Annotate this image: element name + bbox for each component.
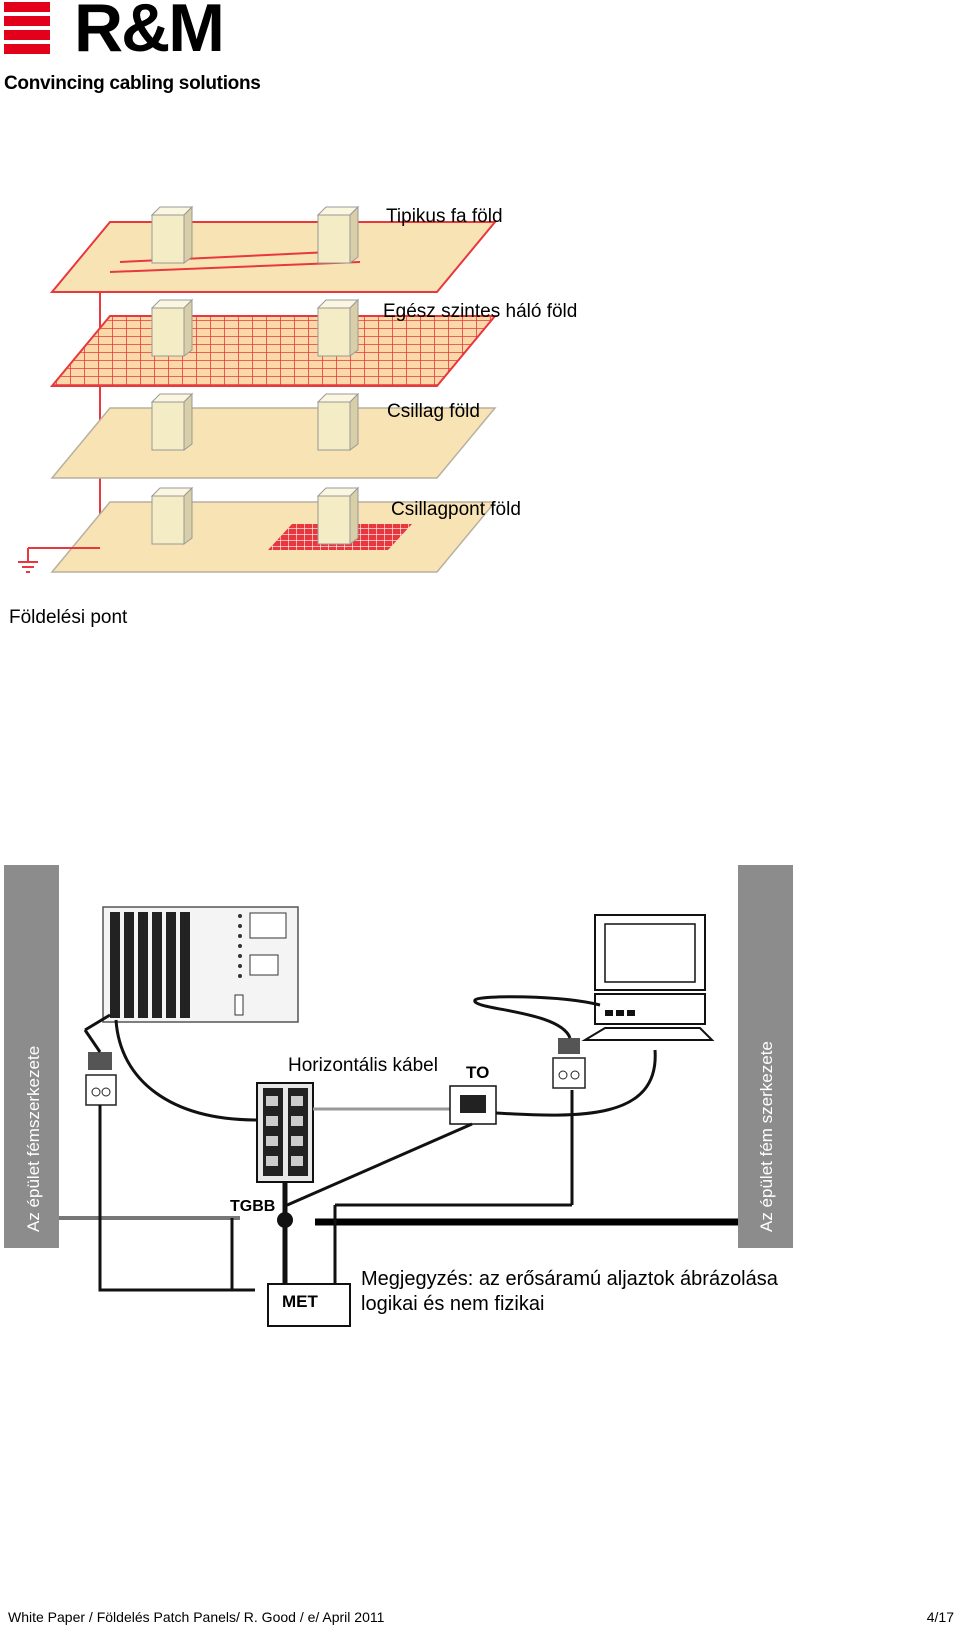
brand-tagline: Convincing cabling solutions <box>4 73 261 94</box>
floor-mesh-ground <box>49 299 498 387</box>
wall-right <box>738 865 793 1248</box>
rack-equipment <box>102 906 299 1023</box>
rm-logo <box>4 2 50 54</box>
patch-panel <box>256 1082 314 1183</box>
power-outlet-left <box>83 1013 117 1106</box>
label-to: TO <box>466 1063 490 1082</box>
floor-star-ground <box>50 393 497 479</box>
telecom-outlet <box>449 1085 497 1125</box>
bonding-network-diagram <box>4 865 793 1327</box>
power-outlet-right <box>552 1038 586 1089</box>
page-number: 4/17 <box>926 1609 954 1625</box>
label-grounding-point: Földelési pont <box>9 607 128 628</box>
met-box <box>267 1283 351 1327</box>
label-tree-ground: Tipikus fa föld <box>386 206 503 227</box>
label-mesh-ground: Egész szintes háló föld <box>383 301 578 322</box>
floor-tree-ground <box>49 206 498 293</box>
label-wall-left: Az épület fémszerkezete <box>24 1045 43 1232</box>
note-line-1: Megjegyzés: az erősáramú aljaztok ábrázo… <box>361 1268 778 1290</box>
label-tgbb: TGBB <box>230 1198 276 1215</box>
label-starpoint-ground: Csillagpont föld <box>391 499 521 520</box>
note-line-2: logikai és nem fizikai <box>361 1293 545 1315</box>
grounding-topologies-diagram <box>18 206 498 573</box>
wall-left <box>4 865 59 1248</box>
label-met: MET <box>282 1292 318 1311</box>
ground-symbol-icon <box>18 547 100 573</box>
computer <box>581 914 715 1041</box>
label-star-ground: Csillag föld <box>387 401 480 422</box>
footer-text: White Paper / Földelés Patch Panels/ R. … <box>8 1609 385 1625</box>
floor-starpoint-ground <box>50 487 497 573</box>
label-horizontal-cable: Horizontális kábel <box>288 1055 438 1076</box>
brand-name: R&M <box>74 0 225 66</box>
label-wall-right: Az épület fém szerkezete <box>757 1041 776 1232</box>
